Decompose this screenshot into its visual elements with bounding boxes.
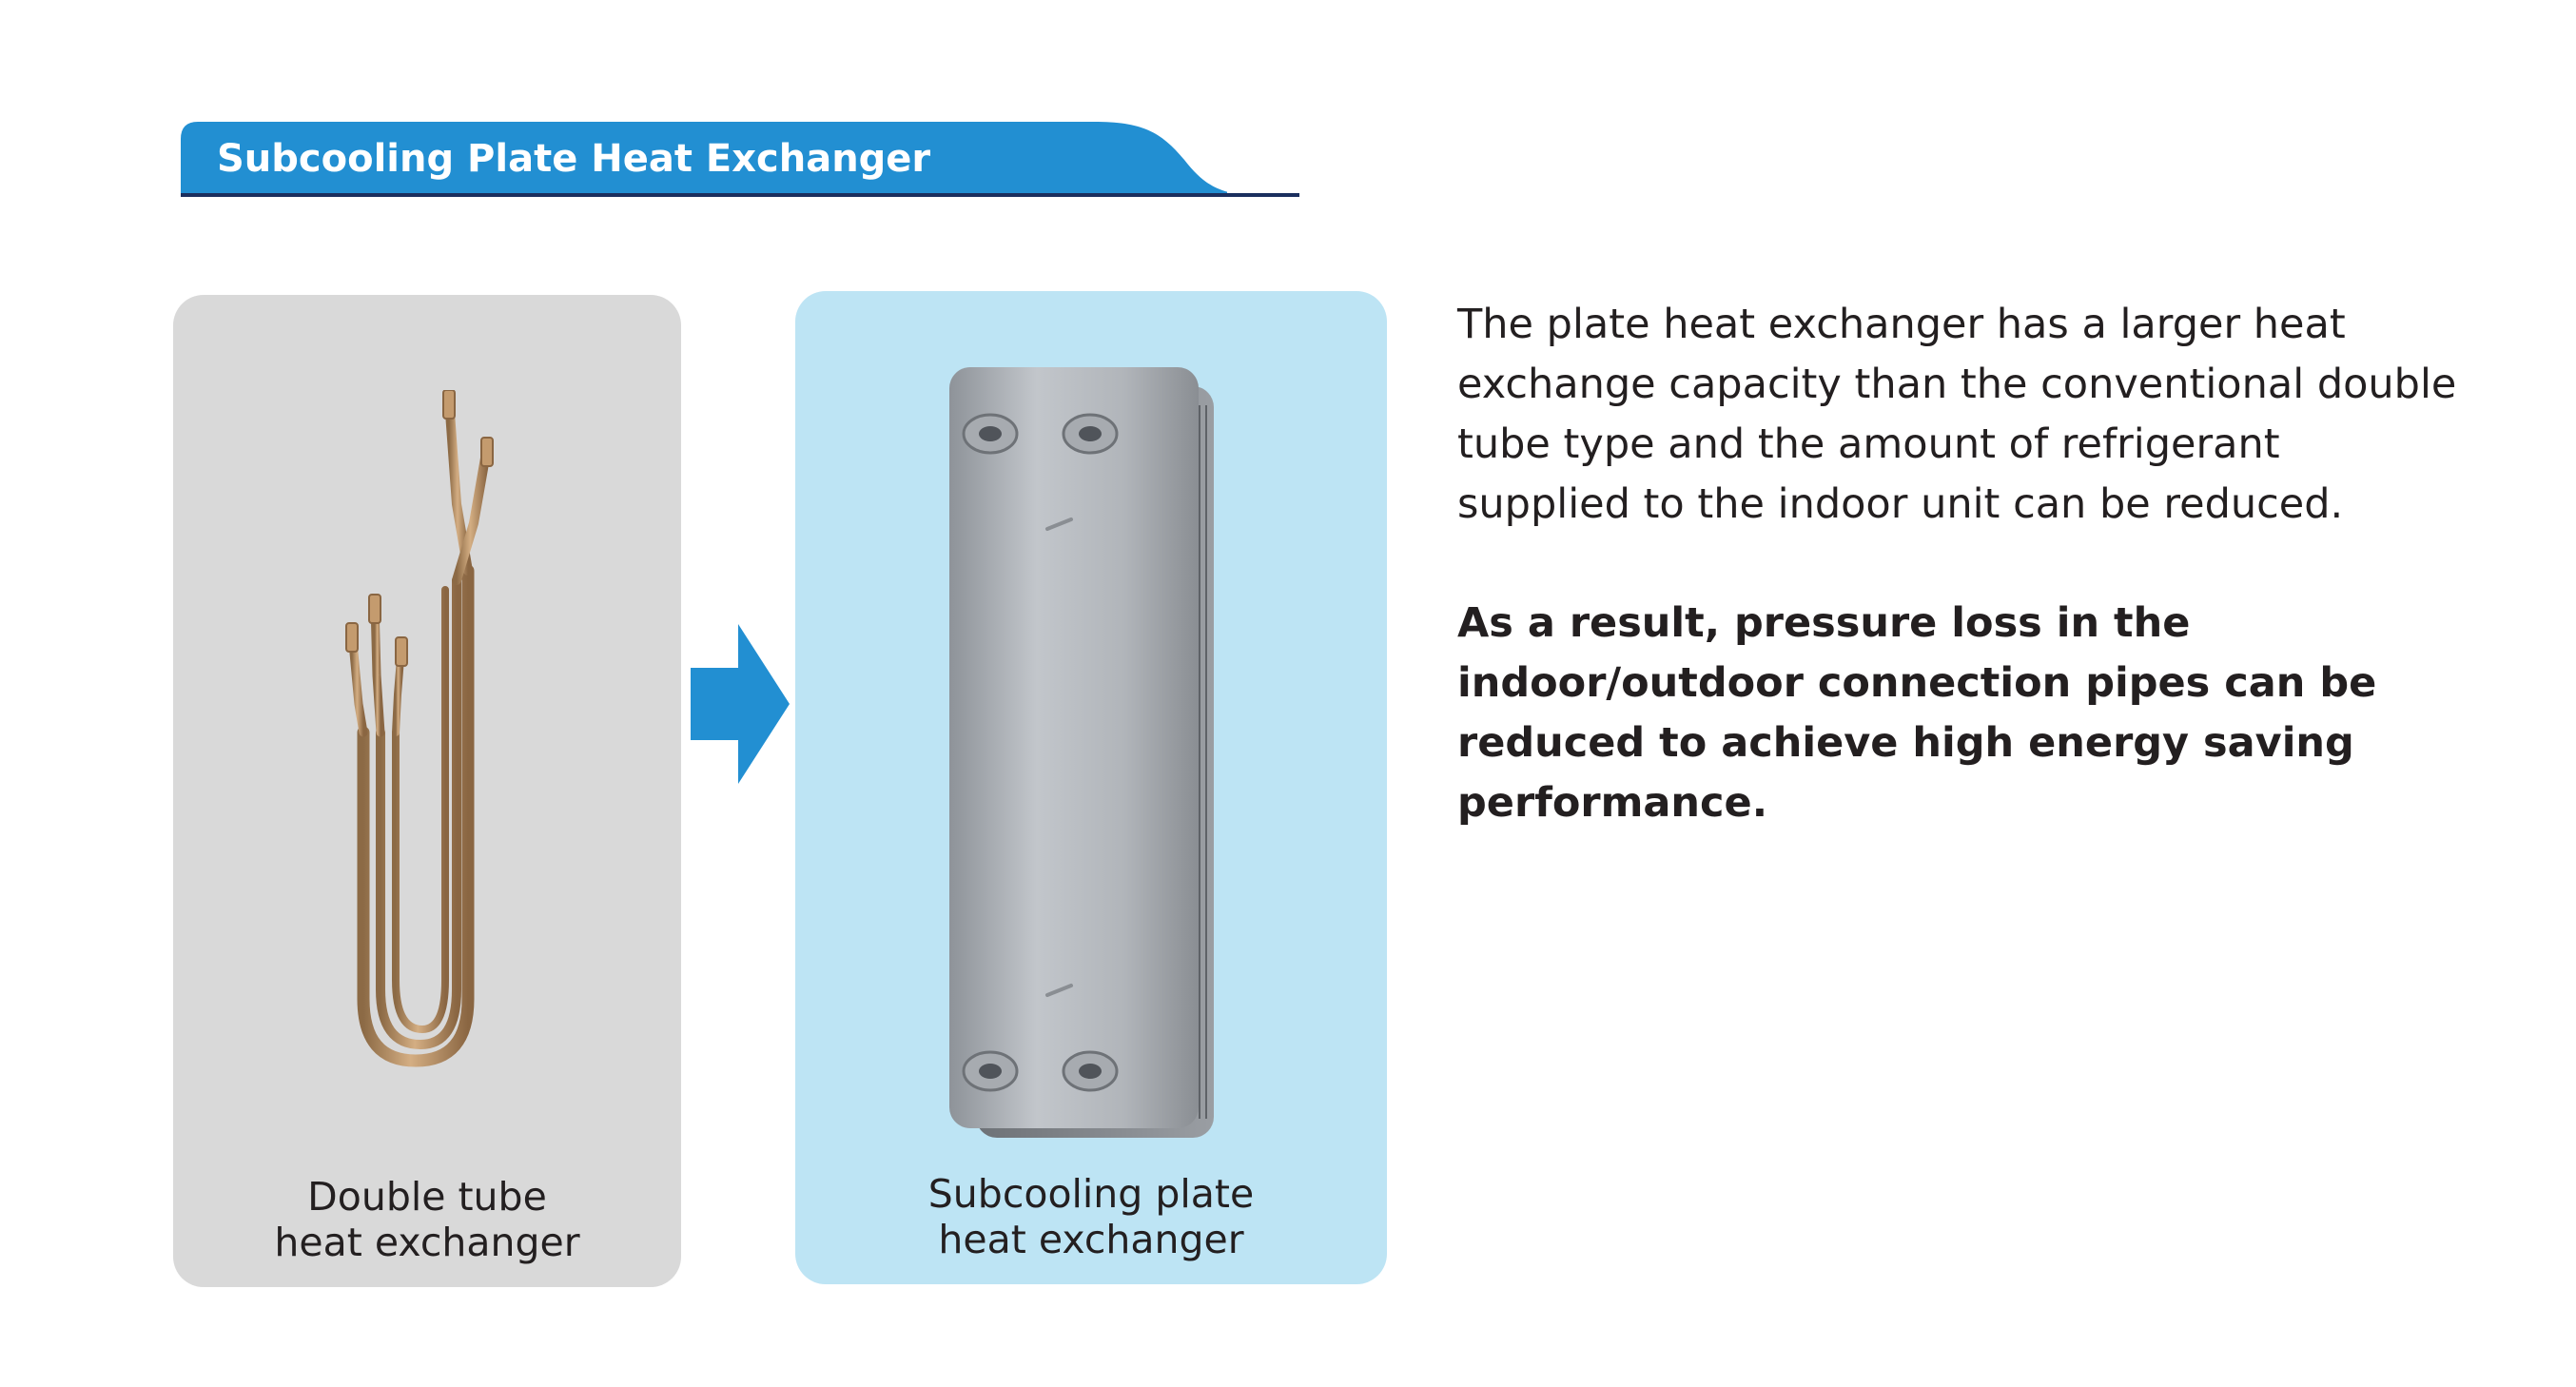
- description-line: tube type and the amount of refrigerant: [1457, 420, 2280, 468]
- caption-line: Subcooling plate: [927, 1171, 1255, 1217]
- caption-line: Double tube: [307, 1174, 547, 1220]
- plate-heat-exchanger-illustration: [949, 367, 1214, 1138]
- double-tube-heat-exchanger-illustration: [345, 390, 494, 1067]
- caption-line: heat exchanger: [938, 1217, 1244, 1262]
- description-line: indoor/outdoor connection pipes can be: [1457, 659, 2377, 707]
- description-line: The plate heat exchanger has a larger he…: [1457, 301, 2346, 348]
- plate-heat-exchanger-caption: Subcooling plate heat exchanger: [795, 1171, 1387, 1262]
- section-title: Subcooling Plate Heat Exchanger: [217, 137, 931, 181]
- description-line: reduced to achieve high energy saving: [1457, 719, 2354, 767]
- description: The plate heat exchanger has a larger he…: [1457, 295, 2551, 833]
- header-tab-shape: [181, 122, 1227, 194]
- description-line: As a result, pressure loss in the: [1457, 599, 2191, 647]
- description-paragraph: The plate heat exchanger has a larger he…: [1457, 295, 2551, 535]
- right-arrow-icon: [691, 624, 790, 784]
- caption-line: heat exchanger: [274, 1220, 580, 1265]
- header-divider: [181, 193, 1299, 197]
- double-tube-panel: Double tube heat exchanger: [173, 295, 681, 1287]
- section-header: Subcooling Plate Heat Exchanger: [181, 122, 1227, 194]
- description-line: exchange capacity than the conventional …: [1457, 361, 2457, 408]
- description-line: performance.: [1457, 779, 1768, 827]
- description-line: supplied to the indoor unit can be reduc…: [1457, 480, 2344, 528]
- double-tube-caption: Double tube heat exchanger: [173, 1174, 681, 1265]
- plate-heat-exchanger-panel: Subcooling plate heat exchanger: [795, 291, 1387, 1284]
- description-result-paragraph: As a result, pressure loss in the indoor…: [1457, 594, 2551, 833]
